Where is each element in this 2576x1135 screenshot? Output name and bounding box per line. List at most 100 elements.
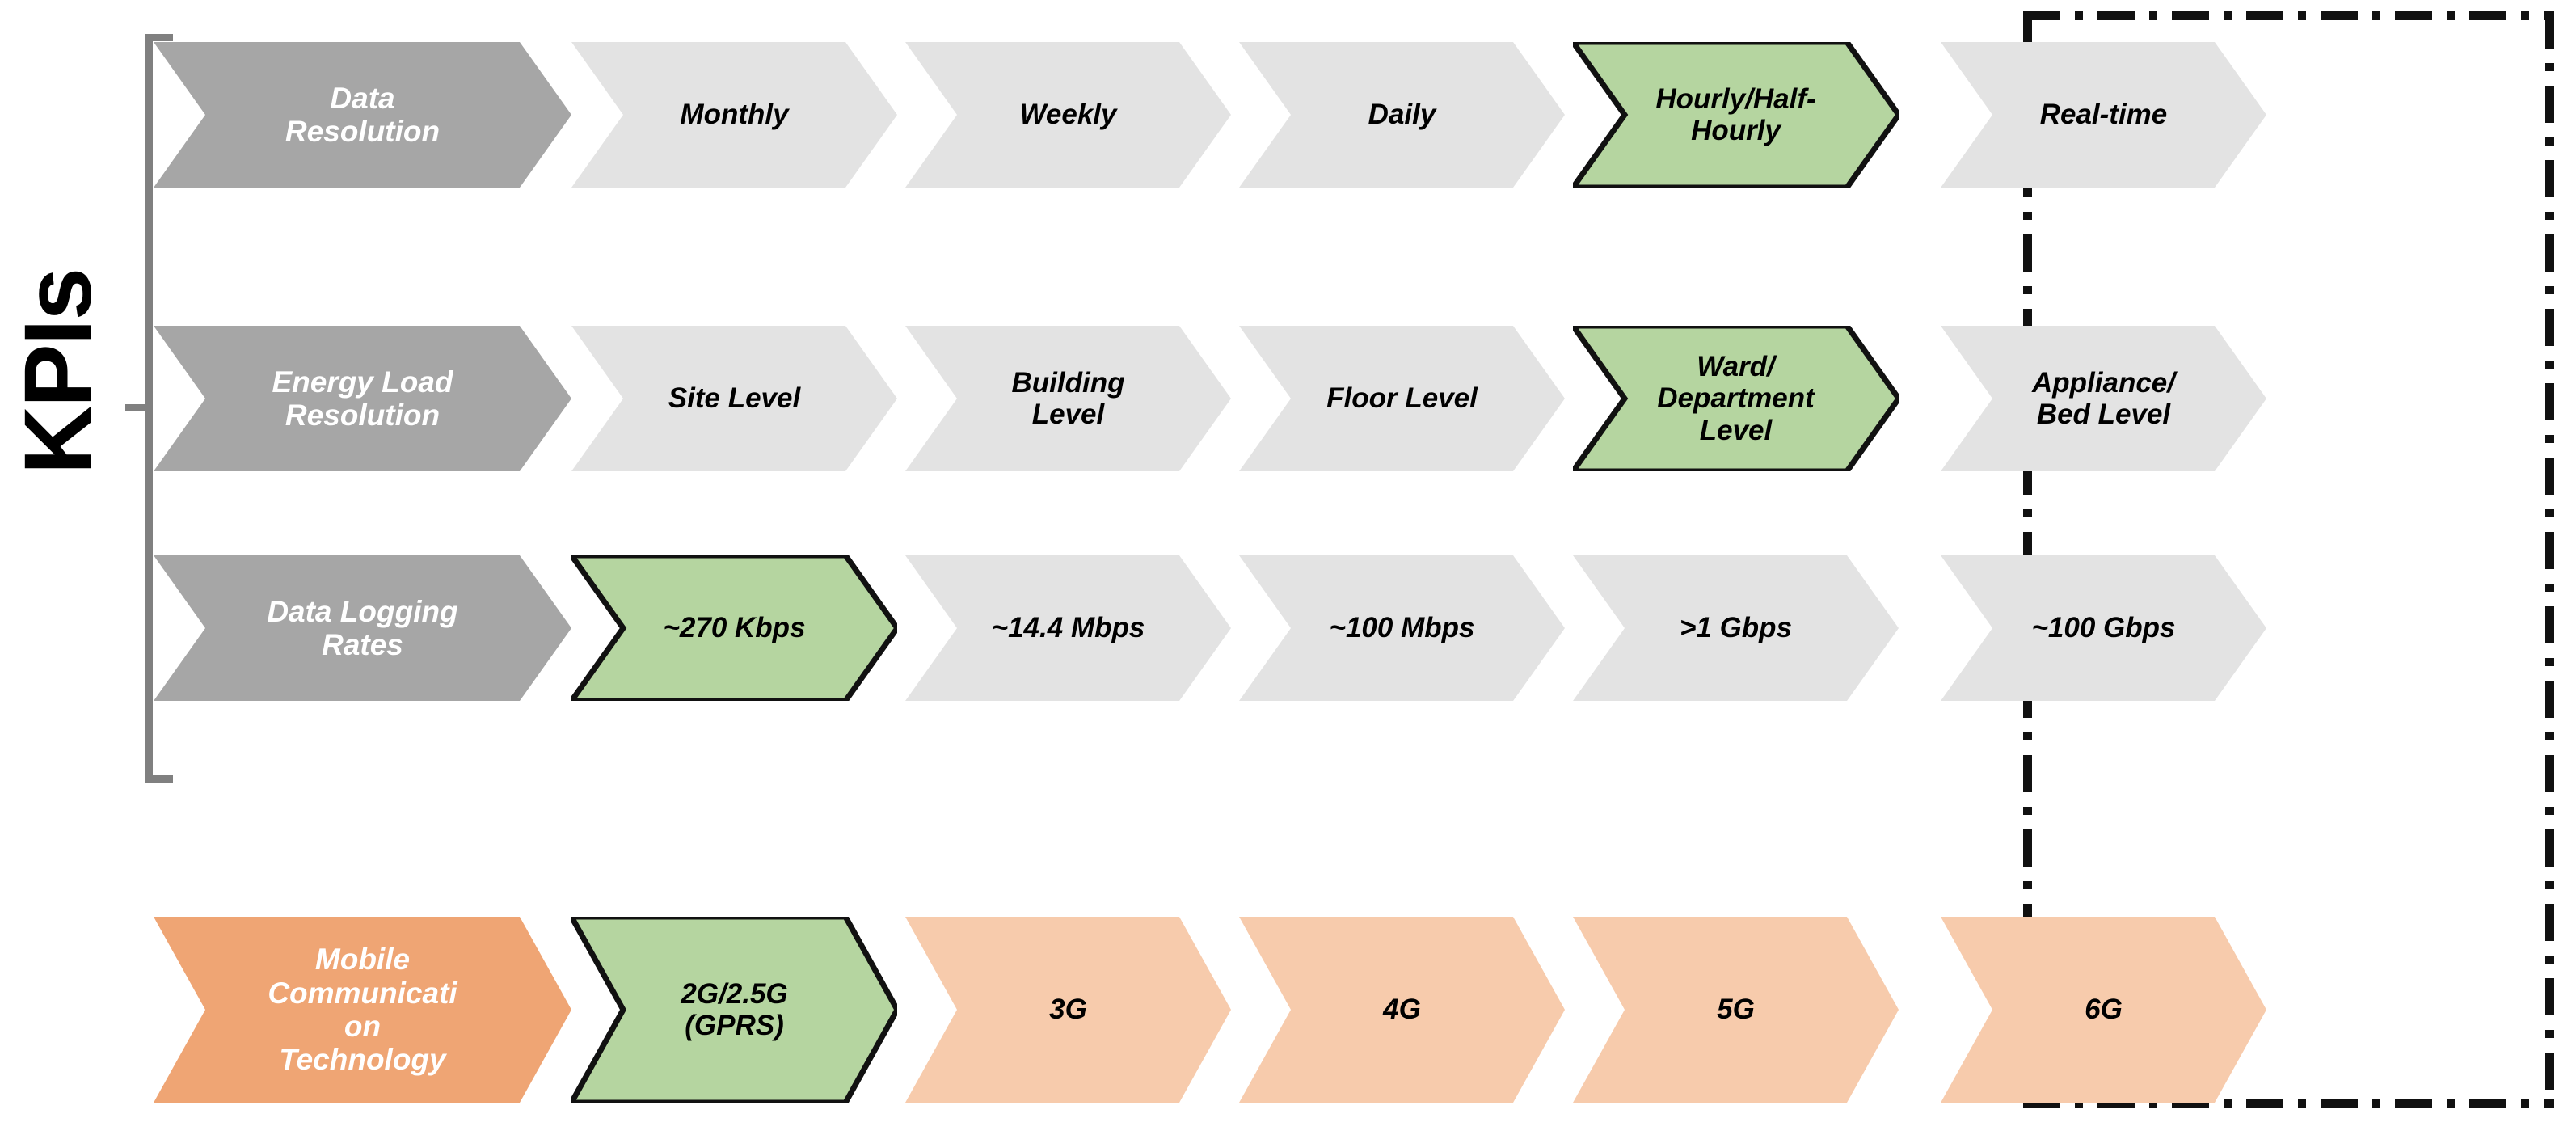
cell-data-logging-rates-2-label: ~14.4 Mbps	[991, 612, 1145, 644]
cell-energy-load-resolution-2[interactable]: Building Level	[905, 326, 1231, 471]
row-label-energy-load-resolution-label: Energy Load Resolution	[272, 365, 453, 432]
dash-segment	[2469, 1099, 2506, 1108]
cell-mobile-communication-technology-3[interactable]: 4G	[1239, 917, 1565, 1103]
dash-segment	[2298, 11, 2306, 20]
dash-segment	[2545, 881, 2554, 889]
dash-segment	[2023, 212, 2032, 220]
dash-segment	[2545, 383, 2554, 420]
cell-data-logging-rates-1-label: ~270 Kbps	[663, 612, 806, 644]
dash-segment	[2172, 11, 2209, 20]
dash-segment	[2097, 1099, 2135, 1108]
row-label-mobile-communication-technology[interactable]: Mobile Communicati on Technology	[154, 917, 571, 1103]
cell-data-resolution-4-label: Hourly/Half- Hourly	[1655, 82, 1816, 146]
dash-segment	[2023, 881, 2032, 889]
dash-segment	[2023, 286, 2032, 294]
dash-segment	[2545, 509, 2554, 517]
cell-data-logging-rates-5-label: ~100 Gbps	[2031, 612, 2176, 644]
cell-energy-load-resolution-4[interactable]: Ward/ Department Level	[1573, 326, 1899, 471]
dash-segment	[2023, 234, 2032, 272]
dash-segment	[2023, 829, 2032, 867]
cell-mobile-communication-technology-5[interactable]: 6G	[1941, 917, 2266, 1103]
dash-segment	[2023, 509, 2032, 517]
bracket-center-tick	[125, 404, 146, 411]
dash-segment	[2172, 1099, 2209, 1108]
dash-segment	[2545, 63, 2554, 71]
dash-segment	[2545, 458, 2554, 495]
row-label-data-logging-rates[interactable]: Data Logging Rates	[154, 555, 571, 701]
cell-mobile-communication-technology-4-label: 5G	[1717, 994, 1755, 1026]
dash-segment	[2521, 11, 2529, 20]
cell-data-resolution-2[interactable]: Weekly	[905, 42, 1231, 188]
dash-segment	[2372, 1099, 2380, 1108]
cell-data-resolution-4[interactable]: Hourly/Half- Hourly	[1573, 42, 1899, 188]
dash-segment	[2298, 1099, 2306, 1108]
dash-segment	[2545, 137, 2554, 146]
dash-segment	[2023, 11, 2060, 20]
bracket-spine	[145, 34, 153, 783]
dash-segment	[2545, 956, 2554, 964]
row-label-energy-load-resolution[interactable]: Energy Load Resolution	[154, 326, 571, 471]
cell-data-resolution-3[interactable]: Daily	[1239, 42, 1565, 188]
dash-segment	[2447, 1099, 2455, 1108]
row-label-data-resolution-label: Data Resolution	[285, 81, 441, 148]
row-mobile-communication-technology: Mobile Communicati on Technology 2G/2.5G…	[0, 917, 2576, 1103]
dash-segment	[2545, 584, 2554, 592]
dash-segment	[2544, 1099, 2554, 1108]
row-label-data-resolution[interactable]: Data Resolution	[154, 42, 571, 188]
dash-segment	[2246, 1099, 2283, 1108]
dash-segment	[2545, 286, 2554, 294]
cell-energy-load-resolution-4-label: Ward/ Department Level	[1657, 351, 1815, 446]
dash-segment	[2097, 11, 2135, 20]
cell-data-logging-rates-4-label: >1 Gbps	[1679, 612, 1793, 644]
cell-energy-load-resolution-5[interactable]: Appliance/ Bed Level	[1941, 326, 2266, 471]
dash-segment	[2545, 978, 2554, 1015]
cell-data-logging-rates-3[interactable]: ~100 Mbps	[1239, 555, 1565, 701]
cell-data-resolution-3-label: Daily	[1368, 99, 1436, 131]
cell-data-resolution-2-label: Weekly	[1019, 99, 1117, 131]
cell-mobile-communication-technology-3-label: 4G	[1383, 994, 1421, 1026]
dash-segment	[2447, 11, 2455, 20]
cell-mobile-communication-technology-5-label: 6G	[2085, 994, 2123, 1026]
cell-energy-load-resolution-5-label: Appliance/ Bed Level	[2032, 366, 2175, 430]
dash-segment	[2321, 1099, 2358, 1108]
dash-segment	[2469, 11, 2506, 20]
cell-energy-load-resolution-3[interactable]: Floor Level	[1239, 326, 1565, 471]
dash-segment	[2545, 658, 2554, 666]
dash-segment	[2545, 11, 2554, 49]
dash-segment	[2545, 807, 2554, 815]
cell-data-logging-rates-2[interactable]: ~14.4 Mbps	[905, 555, 1231, 701]
cell-data-logging-rates-5[interactable]: ~100 Gbps	[1941, 555, 2266, 701]
dash-segment	[2023, 11, 2032, 49]
dash-segment	[2545, 361, 2554, 369]
cell-mobile-communication-technology-2-label: 3G	[1049, 994, 1087, 1026]
cell-mobile-communication-technology-1-label: 2G/2.5G (GPRS)	[681, 977, 788, 1041]
cell-mobile-communication-technology-4[interactable]: 5G	[1573, 917, 1899, 1103]
cell-data-resolution-1-label: Monthly	[680, 99, 789, 131]
kpi-row-data-resolution: Data Resolution Monthly Weekly Daily Hou…	[0, 42, 2576, 188]
cell-data-resolution-5[interactable]: Real-time	[1941, 42, 2266, 188]
row-label-data-logging-rates-label: Data Logging Rates	[267, 594, 458, 661]
dash-segment	[2023, 458, 2032, 495]
cell-mobile-communication-technology-1[interactable]: 2G/2.5G (GPRS)	[571, 917, 897, 1103]
dash-segment	[2545, 234, 2554, 272]
dash-segment	[2545, 755, 2554, 792]
cell-energy-load-resolution-2-label: Building Level	[1011, 366, 1125, 430]
cell-data-resolution-1[interactable]: Monthly	[571, 42, 897, 188]
dash-segment	[2545, 309, 2554, 346]
cell-data-logging-rates-1[interactable]: ~270 Kbps	[571, 555, 897, 701]
cell-data-resolution-5-label: Real-time	[2039, 99, 2168, 131]
cell-mobile-communication-technology-2[interactable]: 3G	[905, 917, 1231, 1103]
kpi-row-energy-load-resolution: Energy Load Resolution Site Level Buildi…	[0, 326, 2576, 471]
dash-segment	[2545, 435, 2554, 443]
dash-segment	[2372, 11, 2380, 20]
dash-segment	[2545, 1030, 2554, 1038]
dash-segment	[2545, 532, 2554, 569]
dash-segment	[2545, 904, 2554, 941]
dash-segment	[2224, 1099, 2232, 1108]
cell-energy-load-resolution-1[interactable]: Site Level	[571, 326, 897, 471]
dash-segment	[2075, 11, 2083, 20]
cell-data-logging-rates-4[interactable]: >1 Gbps	[1573, 555, 1899, 701]
dash-segment	[2545, 1053, 2554, 1090]
dash-segment	[2023, 1099, 2060, 1108]
